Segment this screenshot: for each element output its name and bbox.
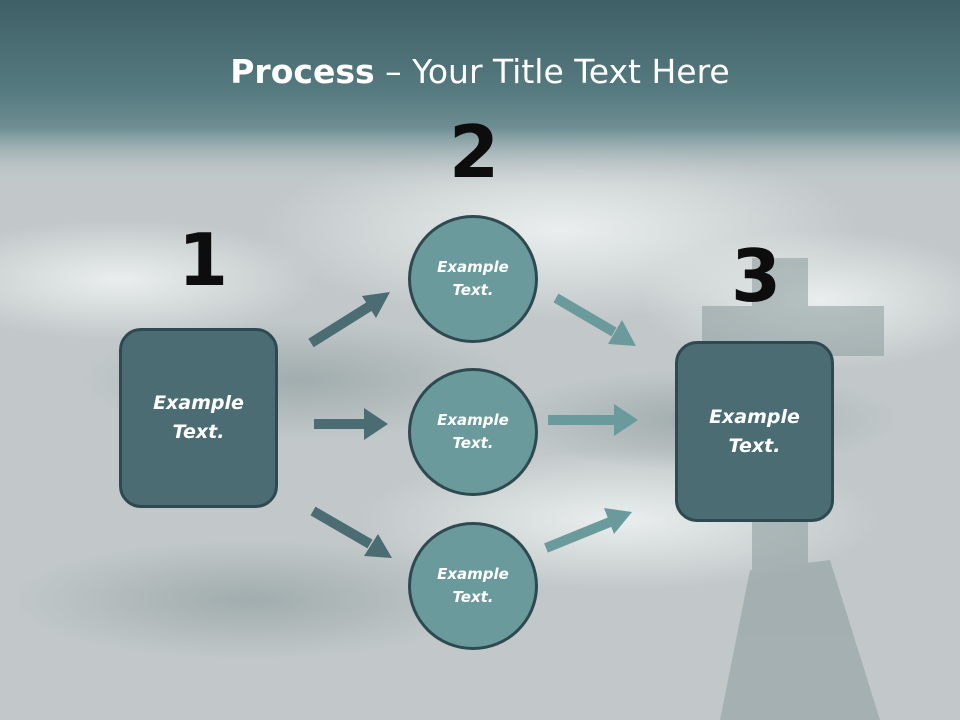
process-circle-bottom: Example Text. [408, 522, 538, 650]
arrow-bottom-to-right [544, 508, 632, 553]
process-circle-top-text: Example Text. [437, 258, 509, 299]
process-circle-top: Example Text. [408, 215, 538, 343]
process-box-start: Example Text. [119, 328, 278, 508]
process-box-end-text: Example Text. [709, 405, 800, 457]
process-circle-middle: Example Text. [408, 368, 538, 496]
arrow-left-to-middle [314, 408, 388, 440]
step-number-2: 2 [449, 110, 500, 194]
process-box-start-text: Example Text. [153, 392, 244, 443]
arrow-left-to-bottom [310, 506, 392, 558]
slide-title-bold: Process [230, 52, 375, 91]
step-number-1: 1 [178, 218, 229, 302]
slide-title-rest: – Your Title Text Here [374, 52, 730, 91]
arrow-left-to-top [308, 292, 390, 348]
arrow-top-to-right [553, 293, 636, 346]
process-circle-middle-text: Example Text. [437, 411, 509, 452]
process-box-end: Example Text. [675, 341, 834, 522]
arrow-middle-to-right [548, 404, 638, 436]
step-number-3: 3 [731, 234, 782, 318]
process-circle-bottom-text: Example Text. [437, 565, 509, 606]
slide-title: Process – Your Title Text Here [0, 52, 960, 91]
